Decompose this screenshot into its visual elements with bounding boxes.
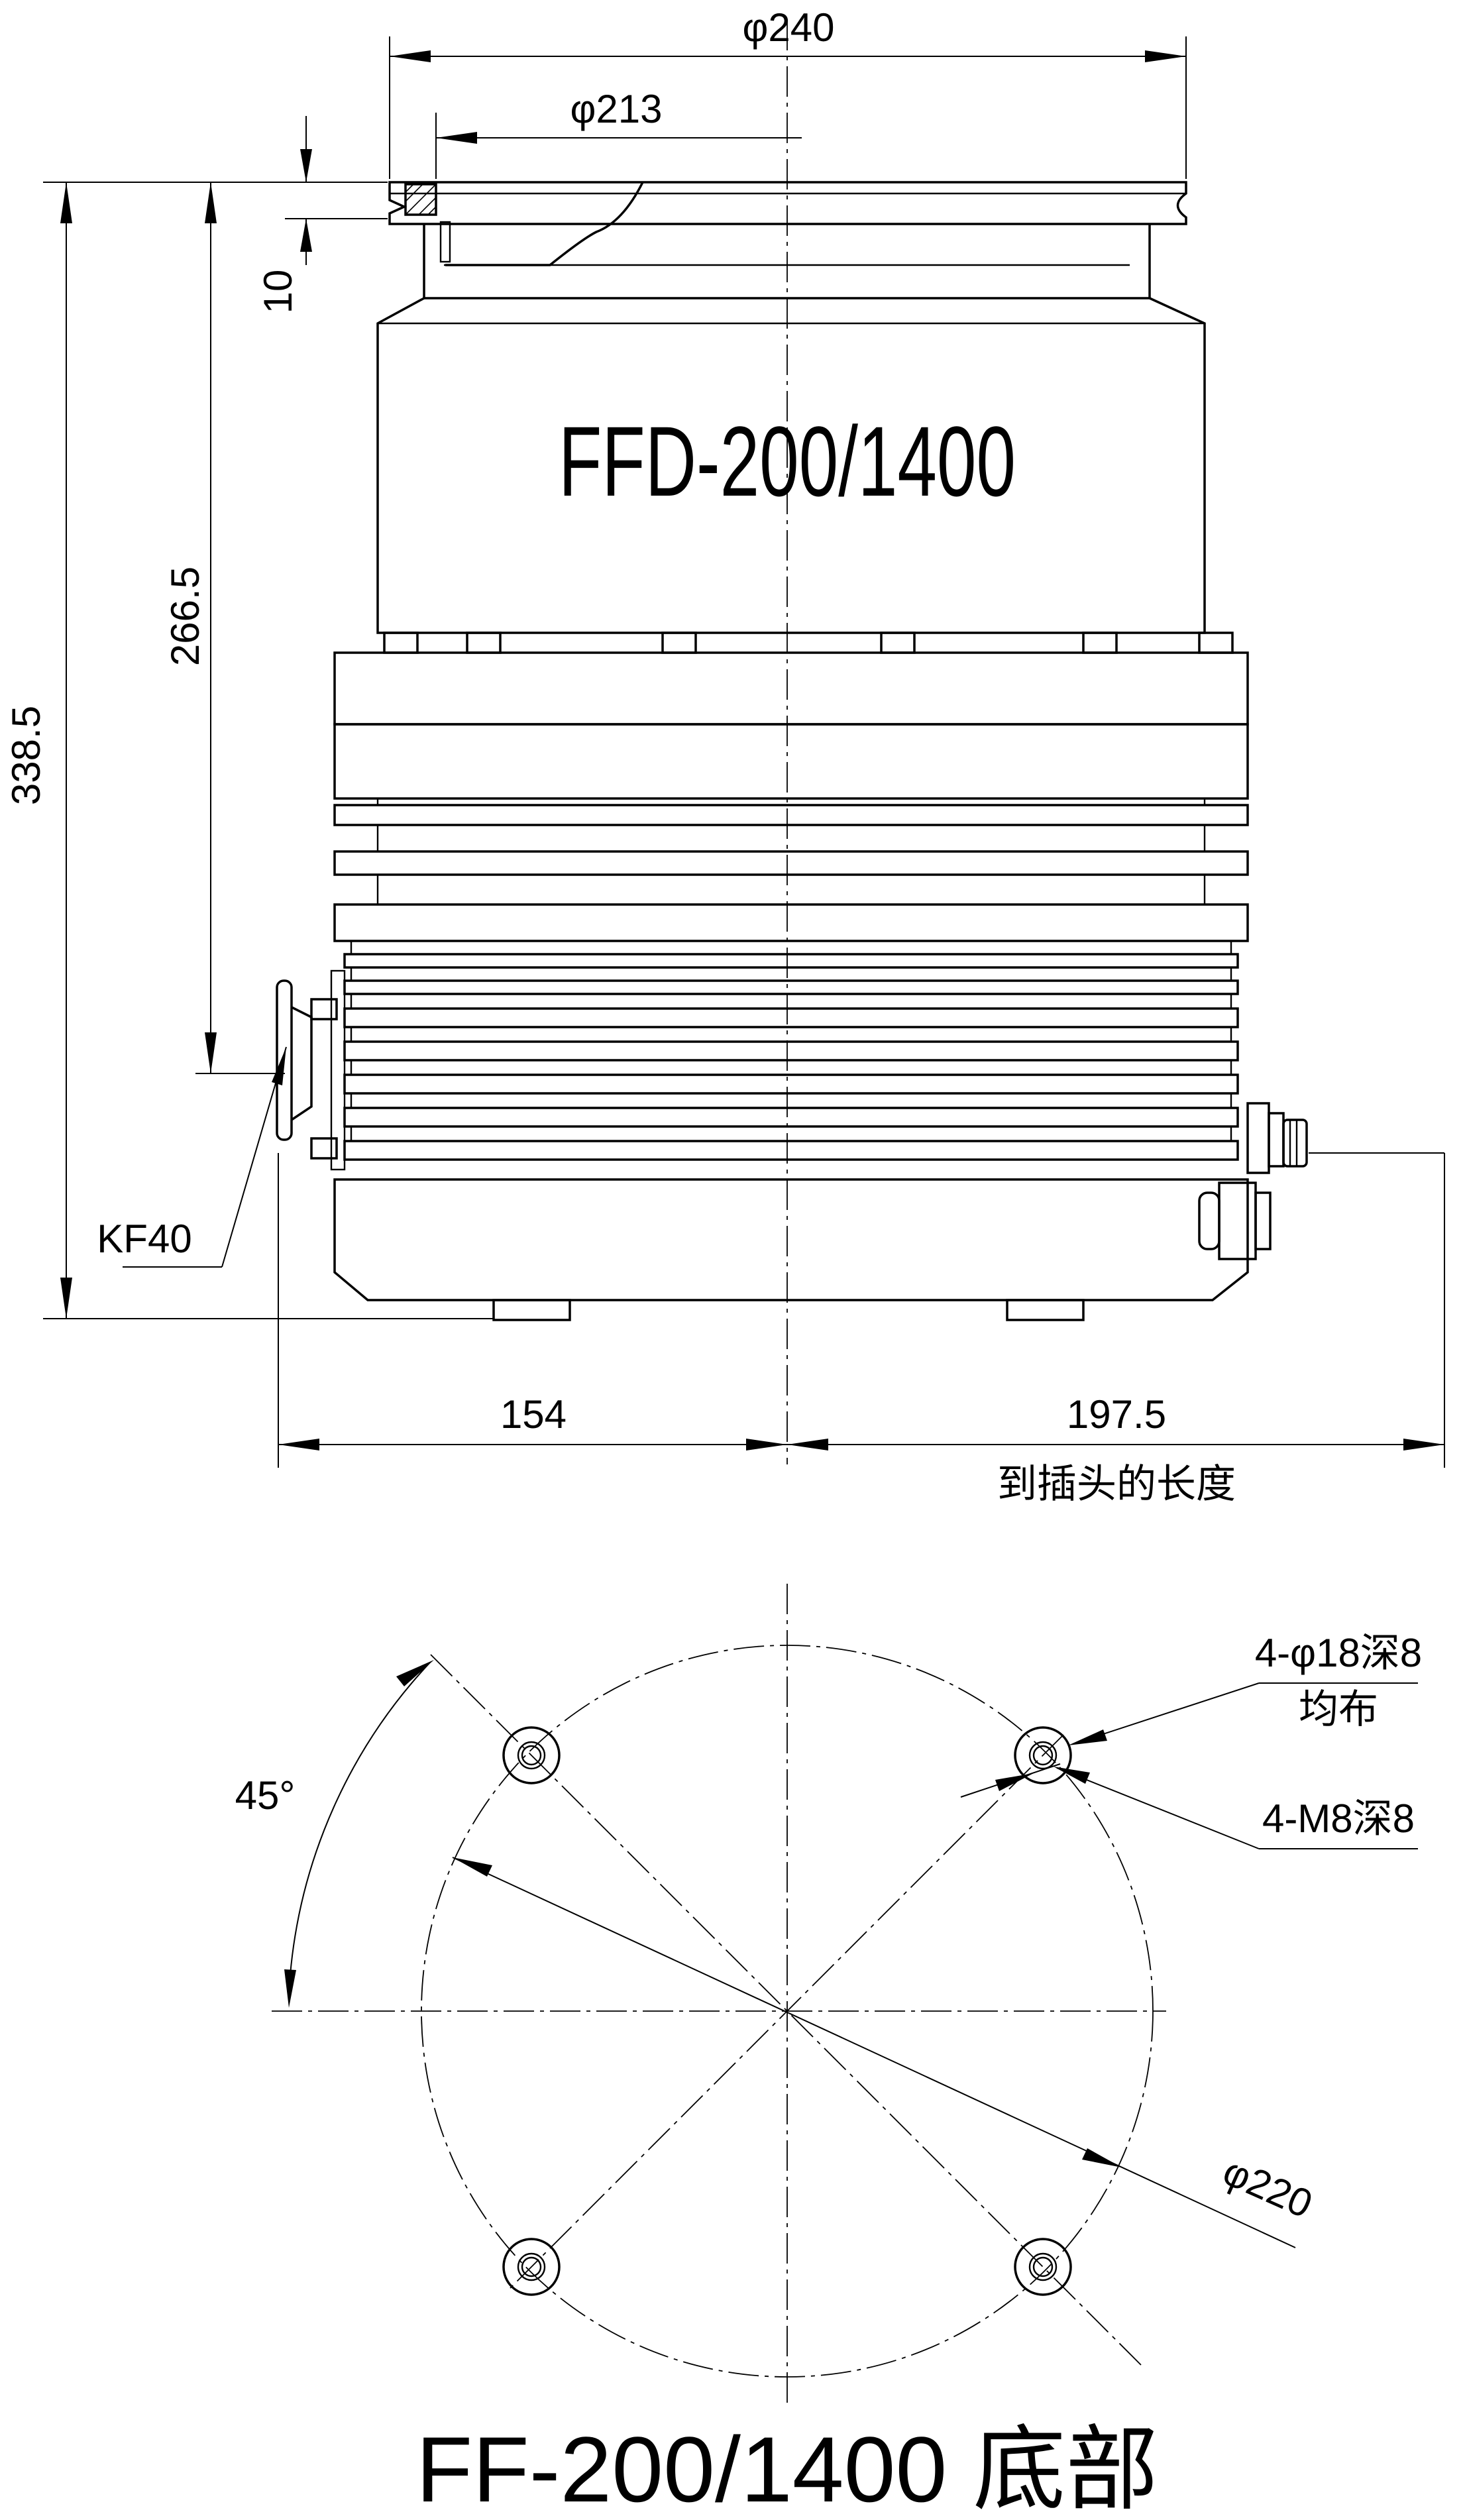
dimensions-side: φ240 φ213 10 338.5 xyxy=(4,5,1445,1506)
model-label: FFD-200/1400 xyxy=(559,406,1016,517)
bolt-hole-top-right xyxy=(1014,1726,1072,1784)
flange-bolts xyxy=(383,631,1234,654)
dim-inner-flange: φ213 xyxy=(570,87,662,131)
bolt-circle-dimension: φ220 xyxy=(452,1857,1319,2248)
neck xyxy=(423,224,1151,300)
angle-label: 45° xyxy=(235,1773,296,1818)
dim-flange-height: 10 xyxy=(256,270,300,314)
electrical-connector xyxy=(1198,1102,1308,1260)
hole-spec-line1: 4-φ18深8 xyxy=(1255,1631,1422,1675)
upper-housing: FFD-200/1400 xyxy=(376,297,1206,634)
dim-right-width: 197.5 xyxy=(1067,1392,1166,1437)
dim-left-width: 154 xyxy=(500,1392,567,1437)
dim-total-height: 338.5 xyxy=(4,706,48,805)
dim-port-height: 266.5 xyxy=(163,567,207,666)
hole-spec-callouts: 4-φ18深8 均布 4-M8深8 xyxy=(960,1631,1422,1849)
hole-spec-line2: 均布 xyxy=(1299,1687,1378,1731)
angle-dimension: 45° xyxy=(235,1660,434,2008)
bolt-hole-bottom-left xyxy=(502,2238,561,2296)
bolt-circle-dia: φ220 xyxy=(1217,2148,1319,2226)
base-outline-circle xyxy=(421,1645,1154,2378)
dim-outer-flange: φ240 xyxy=(742,5,834,50)
base xyxy=(333,1178,1249,1321)
bolt-hole-bottom-right xyxy=(1014,2238,1072,2296)
bolt-hole-top-left xyxy=(502,1726,561,1784)
dim-right-note: 到插头的长度 xyxy=(997,1462,1236,1506)
inlet-flange xyxy=(388,181,1187,266)
bottom-view: 45° φ220 4-φ18深8 均布 4-M8深8 FF-200/1400 底… xyxy=(235,1584,1422,2520)
side-view: FFD-200/1400 xyxy=(4,5,1445,1506)
thread-spec: 4-M8深8 xyxy=(1262,1796,1415,1841)
bottom-view-title: FF-200/1400 底部 xyxy=(416,2417,1158,2520)
kf40-port xyxy=(276,969,346,1171)
port-label: KF40 xyxy=(97,1217,191,1261)
finned-body xyxy=(333,651,1249,1161)
